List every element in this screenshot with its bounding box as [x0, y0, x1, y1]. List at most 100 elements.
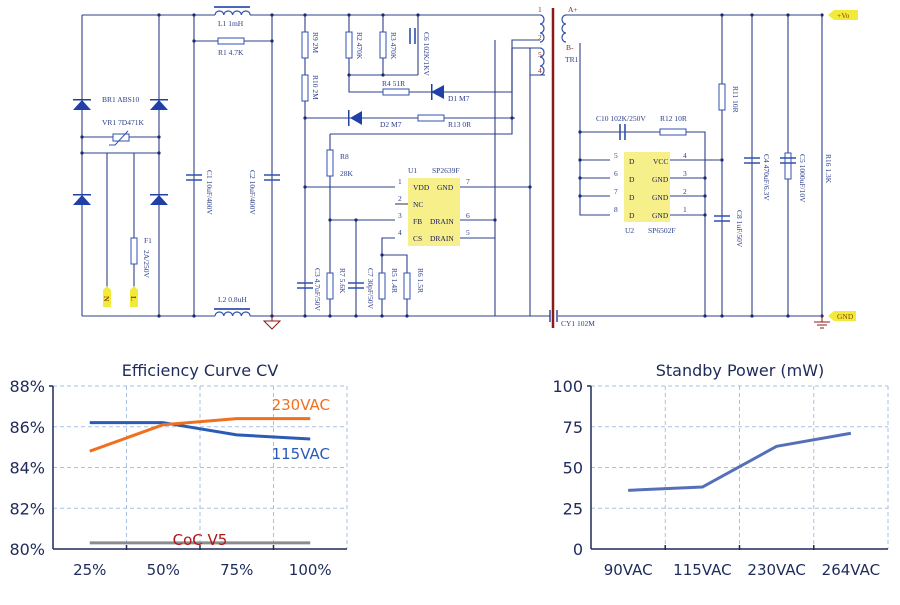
- x-tick-label: 264VAC: [822, 561, 880, 579]
- u1-pin-num: 6: [466, 211, 470, 220]
- u2-pin-num: 2: [683, 187, 687, 196]
- standby-power-chart: Standby Power (mW) 0 25 50 75 100 90VAC 115VA…: [540, 345, 900, 600]
- standby-series: [628, 433, 851, 490]
- efficiency-x-ticks: 25%50%75%100%: [73, 561, 332, 579]
- label-r9: R9 2M: [311, 32, 320, 53]
- u2-pin-name: D: [629, 193, 635, 202]
- u1-ref: U1: [408, 166, 417, 175]
- efficiency-chart-title: Efficiency Curve CV: [122, 361, 279, 380]
- earth-ground-icon: [814, 316, 830, 328]
- standby-x-ticks: 90VAC 115VAC 230VAC 264VAC: [604, 561, 880, 579]
- label-cy1: CY1 102M: [561, 319, 595, 328]
- u1-pin-num: 5: [466, 228, 470, 237]
- y-tick-label: 82%: [9, 499, 45, 518]
- u1-pin-num: 4: [398, 228, 402, 237]
- tr-pin-2: 2: [538, 33, 542, 42]
- u1-pin-name: FB: [413, 217, 422, 226]
- u2-pin-num: 6: [614, 169, 618, 178]
- label-r8-value: 28K: [340, 169, 354, 178]
- label-r10: R10 2M: [311, 75, 320, 100]
- label-c10: C10 102K/250V: [596, 114, 646, 123]
- gnd-label: GND: [837, 312, 854, 321]
- u2-pin-name: GND: [652, 211, 669, 220]
- flyback-schematic: L1 1mH R1 4.7K BR1 ABS10 VR1 7D471K F1 2…: [0, 0, 900, 340]
- label-d2: D2 M7: [380, 120, 402, 129]
- series-line-standby-power: [628, 433, 851, 490]
- u1-pin-num: 2: [398, 194, 402, 203]
- u1-pin-num: 3: [398, 211, 402, 220]
- x-tick-label: 50%: [147, 561, 180, 579]
- resistors: [131, 32, 791, 299]
- y-tick-label: 0: [573, 540, 583, 559]
- ground-icon: [264, 316, 280, 329]
- y-tick-label: 75: [563, 418, 583, 437]
- tr-pin-b: B-: [566, 43, 574, 52]
- label-c7: C7 30pF/50V: [366, 268, 375, 310]
- efficiency-y-ticks: 80%82%84%86%88%: [9, 377, 45, 559]
- legend-115vac: 115VAC: [272, 445, 330, 463]
- standby-chart-title: Standby Power (mW): [656, 361, 825, 380]
- u2-pin-num: 5: [614, 151, 618, 160]
- label-l1: L1 1mH: [218, 19, 244, 28]
- y-tick-label: 88%: [9, 377, 45, 396]
- label-c1: C1 10uF/400V: [205, 170, 214, 215]
- standby-y-ticks: 0 25 50 75 100: [552, 377, 583, 559]
- standby-power-chart-svg: Standby Power (mW) 0 25 50 75 100 90VAC 115VA…: [540, 345, 900, 600]
- u1-pin-name: CS: [413, 234, 422, 243]
- x-tick-label: 90VAC: [604, 561, 653, 579]
- label-r1: R1 4.7K: [218, 48, 244, 57]
- x-tick-label: 230VAC: [747, 561, 805, 579]
- u1-pin-name: DRAIN: [430, 217, 454, 226]
- vo-label: +Vo: [837, 11, 850, 20]
- u2-pin-name: VCC: [653, 157, 668, 166]
- label-tr1: TR1: [565, 55, 579, 64]
- terminal-n-label: N: [102, 296, 111, 302]
- label-c4: C4 470uF/6.3V: [762, 154, 771, 201]
- efficiency-chart-svg: Efficiency Curve CV 80%82%84%86%88% 25%5…: [0, 345, 450, 600]
- x-tick-label: 115VAC: [673, 561, 731, 579]
- u2-pin-num: 1: [683, 205, 687, 214]
- label-c5: C5 1000uF/10V: [798, 154, 807, 203]
- u1-part: SP2639F: [432, 166, 460, 175]
- label-r3: R3 470K: [389, 32, 398, 60]
- u2-ref: U2: [625, 226, 634, 235]
- x-tick-label: 100%: [289, 561, 332, 579]
- tr-pin-4: 4: [538, 66, 542, 75]
- y-tick-label: 84%: [9, 459, 45, 478]
- label-f1-value: 2A/250V: [142, 250, 151, 279]
- label-vr1: VR1 7D471K: [102, 118, 144, 127]
- u2-pin-num: 8: [614, 205, 618, 214]
- u1-pin-name: VDD: [413, 183, 430, 192]
- label-r16: R16 1.3K: [824, 154, 833, 184]
- u2-pin-name: GND: [652, 175, 669, 184]
- varistor-vr1: [109, 131, 129, 145]
- y-tick-label: 25: [563, 499, 583, 518]
- terminal-l-label: L: [129, 296, 138, 301]
- label-r12: R12 10R: [660, 114, 687, 123]
- u1-pin-num: 1: [398, 177, 402, 186]
- y-tick-label: 86%: [9, 418, 45, 437]
- label-br1: BR1 ABS10: [102, 95, 140, 104]
- u2-pin-name: D: [629, 157, 635, 166]
- label-c3: C3 4.7uF/50V: [313, 268, 322, 312]
- label-r4: R4 51R: [382, 79, 405, 88]
- u2-pin-name: D: [629, 211, 635, 220]
- u1-pin-num: 7: [466, 177, 470, 186]
- label-r7: R7 5.6K: [338, 268, 347, 294]
- u2-pin-name: GND: [652, 193, 669, 202]
- label-f1: F1: [144, 236, 152, 245]
- tr-pin-5: 5: [538, 50, 542, 59]
- x-tick-label: 75%: [220, 561, 253, 579]
- label-r13: R13 0R: [448, 120, 471, 129]
- label-r5: R5 1.4R: [390, 268, 399, 293]
- legend-230vac: 230VAC: [272, 396, 330, 414]
- label-r8: R8: [340, 152, 349, 161]
- label-c6: C6 102K/1KV: [422, 32, 431, 77]
- u2-pin-num: 4: [683, 151, 687, 160]
- label-l2: L2 0.8uH: [218, 295, 247, 304]
- y-tick-label: 100: [552, 377, 583, 396]
- label-r2: R2 470K: [355, 32, 364, 60]
- y-tick-label: 50: [563, 459, 583, 478]
- label-r6: R6 1.5R: [416, 268, 425, 293]
- efficiency-chart: Efficiency Curve CV 80%82%84%86%88% 25%5…: [0, 345, 450, 600]
